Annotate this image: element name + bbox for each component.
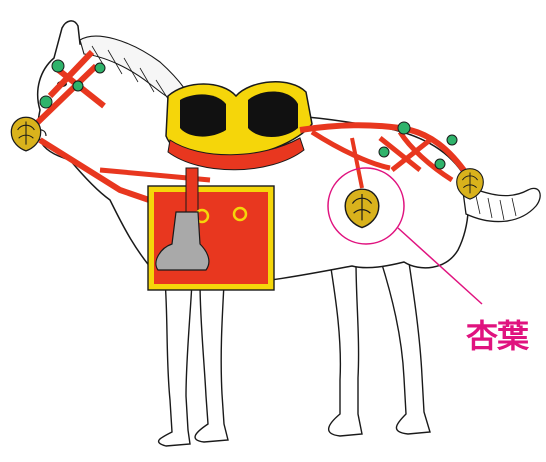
horse-tail bbox=[461, 182, 541, 223]
saddle-skirt bbox=[147, 167, 275, 291]
callout-label: 杏葉 bbox=[466, 317, 529, 355]
saddle bbox=[165, 81, 313, 171]
stirrup bbox=[155, 211, 210, 271]
callout-pointer bbox=[327, 167, 483, 305]
crupper-ornaments bbox=[344, 121, 484, 229]
bridle-ornaments bbox=[10, 59, 106, 152]
horse-legs bbox=[157, 255, 431, 447]
